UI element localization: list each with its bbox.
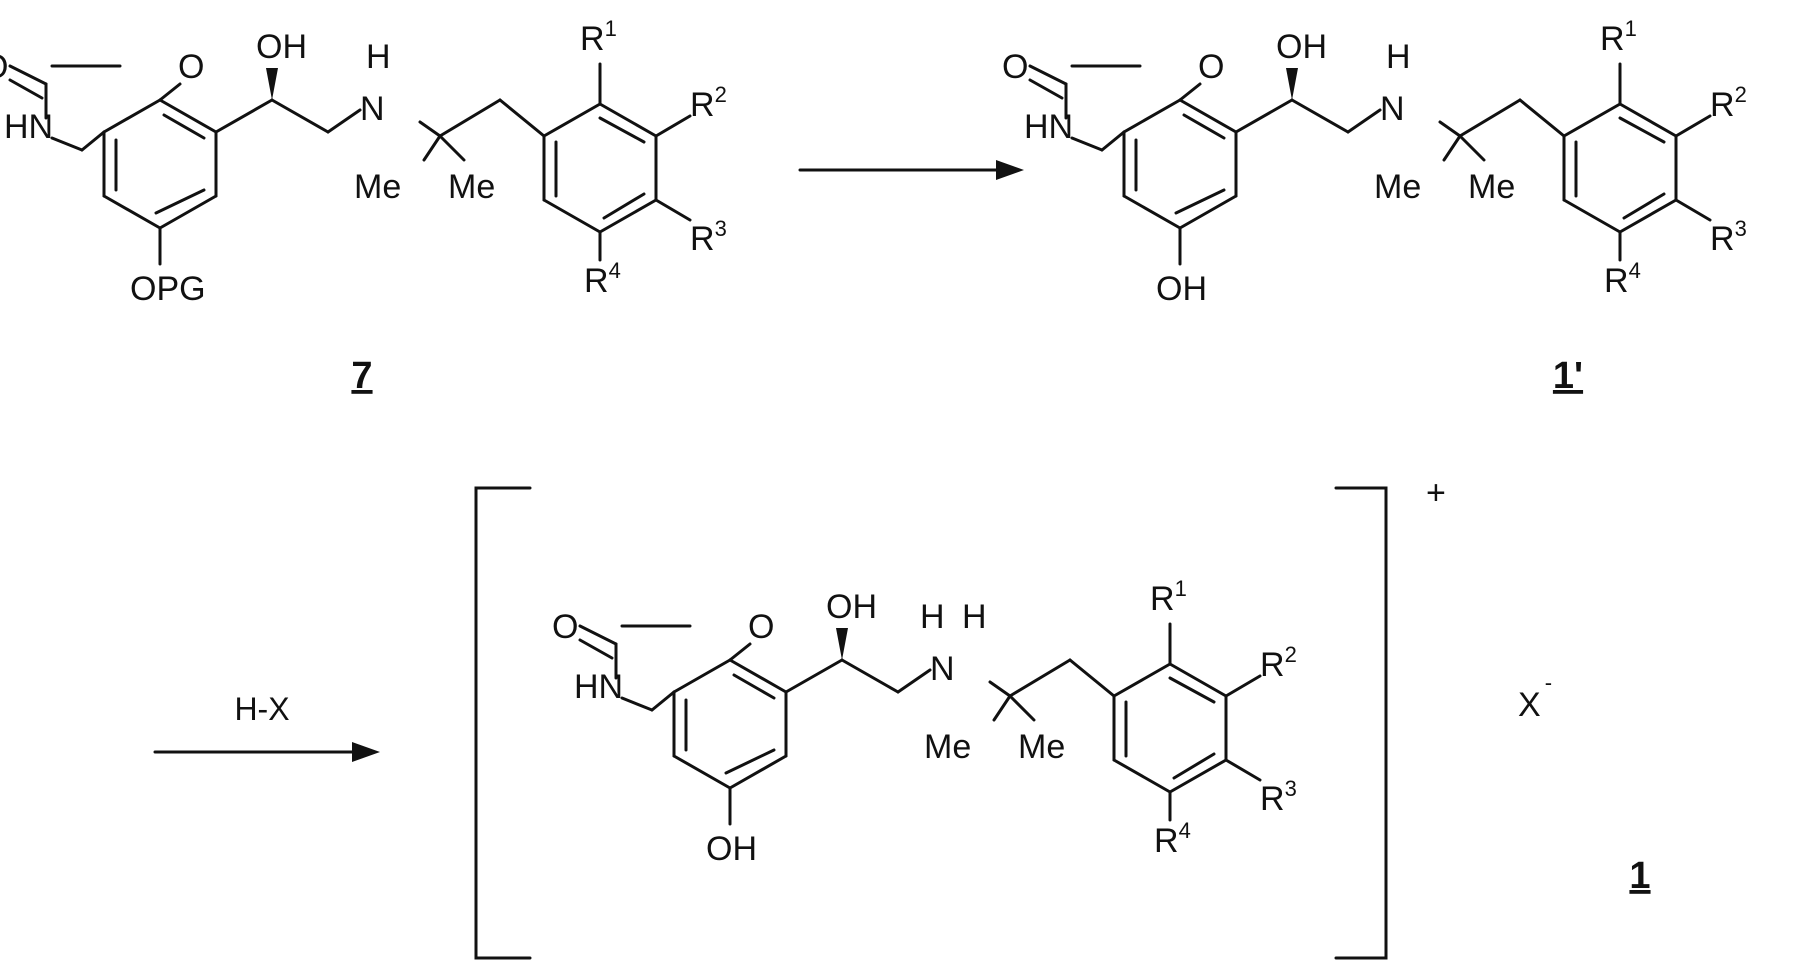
hydroxyl-label: OH: [256, 28, 307, 66]
r4-label: R4: [1154, 818, 1191, 860]
methyl-label-1: Me: [924, 728, 971, 766]
compound-7-label: 7: [351, 355, 372, 397]
phenol-label: OH: [706, 830, 757, 868]
ammonium-n-label: N: [930, 650, 955, 688]
right-bracket: [1336, 488, 1386, 958]
ring-oxygen-label: O: [1198, 48, 1224, 86]
ring-oxygen-label: O: [748, 608, 774, 646]
compound-1prime-label: 1': [1553, 355, 1583, 397]
hydroxyl-label: OH: [826, 588, 877, 626]
carbonyl-oxygen-label: O: [0, 48, 8, 86]
r3-label: R3: [690, 216, 727, 258]
compound-1prime-structure: O HN O OH H N Me Me OH R1 R2 R3 R4: [1002, 16, 1747, 308]
ammonium-h-label-2: H: [962, 598, 987, 636]
ring-nh-label: HN: [1024, 108, 1073, 146]
ring-nh-label: HN: [574, 668, 623, 706]
phenol-label: OH: [1156, 270, 1207, 308]
reaction-arrow-1: [800, 160, 1024, 180]
ammonium-h-label-1: H: [920, 598, 945, 636]
carbonyl-oxygen-label: O: [1002, 48, 1028, 86]
amine-h-label: H: [366, 38, 391, 76]
reaction-arrow-2: [155, 742, 380, 762]
r1-label: R1: [580, 16, 617, 58]
methyl-label-2: Me: [1468, 168, 1515, 206]
methyl-label-1: Me: [1374, 168, 1421, 206]
carbonyl-oxygen-label: O: [552, 608, 578, 646]
reagent-label: H-X: [234, 691, 289, 727]
compound-7-structure: O HN O OH H N Me Me OPG R1 R2 R3 R4: [0, 16, 727, 308]
r3-label: R3: [1260, 776, 1297, 818]
compound-1-label: 1: [1629, 855, 1650, 897]
amine-n-label: N: [1380, 90, 1405, 128]
methyl-label-2: Me: [1018, 728, 1065, 766]
r2-label: R2: [690, 82, 727, 124]
compound-1-cation-structure: O HN O OH H H N Me Me OH R1 R2 R3 R4: [552, 576, 1297, 868]
amine-h-label: H: [1386, 38, 1411, 76]
left-bracket: [476, 488, 530, 958]
r1-label: R1: [1600, 16, 1637, 58]
r2-label: R2: [1710, 82, 1747, 124]
r4-label: R4: [584, 258, 621, 300]
hydroxyl-label: OH: [1276, 28, 1327, 66]
r2-label: R2: [1260, 642, 1297, 684]
amine-n-label: N: [360, 90, 385, 128]
methyl-label-2: Me: [448, 168, 495, 206]
anion-label: X-: [1518, 670, 1552, 724]
protecting-group-label: OPG: [130, 270, 206, 308]
methyl-label-1: Me: [354, 168, 401, 206]
r1-label: R1: [1150, 576, 1187, 618]
cation-charge: +: [1426, 474, 1446, 512]
ring-oxygen-label: O: [178, 48, 204, 86]
ring-nh-label: HN: [4, 108, 53, 146]
r3-label: R3: [1710, 216, 1747, 258]
r4-label: R4: [1604, 258, 1641, 300]
